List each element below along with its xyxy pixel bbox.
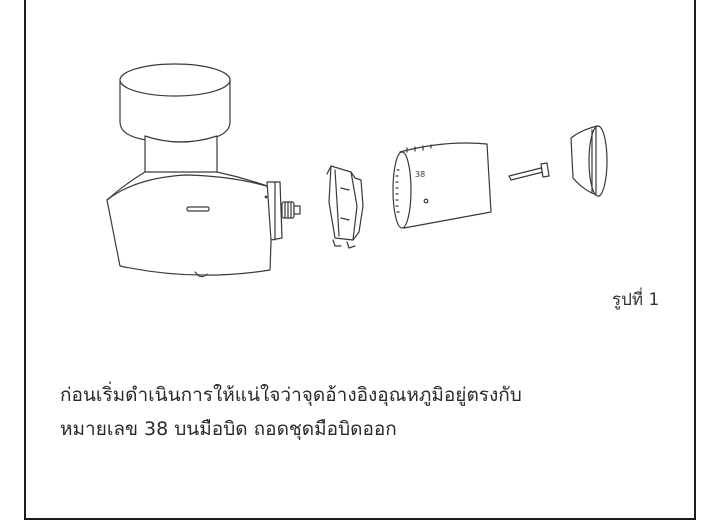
instruction-line-1: ก่อนเริ่มดำเนินการให้แน่ใจว่าจุดอ้างอิงอ… — [60, 384, 522, 406]
adjustment-dial-part: 38 — [392, 142, 492, 229]
exploded-assembly-illustration: 38 — [106, 63, 608, 278]
instruction-line-2: หมายเลข 38 บนมือบิด ถอดชุดมือบิดออก — [60, 418, 397, 440]
locking-ring-part — [326, 165, 364, 249]
end-cap-part — [570, 125, 608, 197]
figure-caption: รูปที่ 1 — [612, 290, 660, 310]
page-frame — [24, 0, 696, 520]
screw-part — [508, 162, 550, 181]
grinder-body-part — [106, 63, 301, 278]
instruction-text: ก่อนเริ่มดำเนินการให้แน่ใจว่าจุดอ้างอิงอ… — [60, 378, 670, 446]
dial-number: 38 — [415, 170, 425, 179]
